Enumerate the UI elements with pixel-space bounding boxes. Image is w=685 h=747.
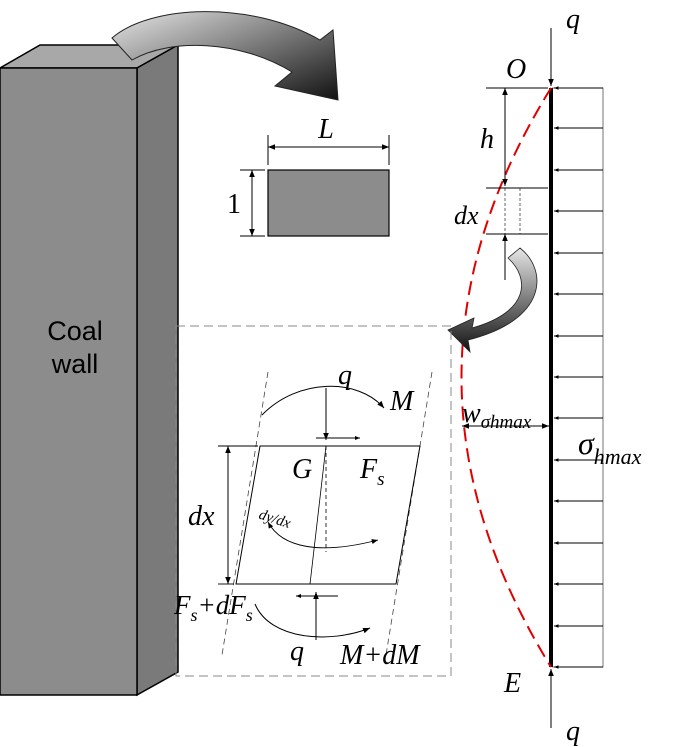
depth-label: h <box>480 124 494 155</box>
top-moment-arrow <box>261 385 385 416</box>
big-curved-arrow <box>111 11 339 101</box>
top-load-label: q <box>566 4 580 35</box>
element-parallelogram <box>235 445 421 585</box>
coal-wall: Coal wall <box>0 43 181 697</box>
bottom-moment-arrow <box>254 603 371 638</box>
coal-wall-label-line1: Coal <box>47 316 103 346</box>
bottom-load-label: q <box>566 716 580 747</box>
slope-arrow <box>267 521 379 549</box>
element-detail: dx q M G Fs dy/dx Fs+dFs q M+dM <box>173 325 452 677</box>
bottom-moment-label: M+dM <box>339 640 421 671</box>
coal-wall-side <box>136 43 179 697</box>
point-O-label: O <box>506 54 526 85</box>
centroid-label: G <box>292 454 312 485</box>
load-envelope <box>552 87 604 668</box>
element-label: dx <box>454 201 479 230</box>
top-shear-label: q <box>338 360 352 391</box>
point-E-label: E <box>503 668 521 699</box>
top-moment-label: M <box>389 386 415 417</box>
width-label: L <box>317 114 334 145</box>
slope-label: dy/dx <box>257 507 293 532</box>
element-length-label: dx <box>188 501 215 532</box>
cross-section: L 1 <box>227 114 390 237</box>
height-label: 1 <box>227 189 241 220</box>
stress-label: σhmax <box>578 425 642 469</box>
shear-force-label: Fs <box>359 454 385 490</box>
coal-wall-front <box>0 67 138 696</box>
coal-wall-label-line2: wall <box>51 349 99 379</box>
small-curved-arrow <box>447 247 538 354</box>
beam-diagram: q q O E h dx wσhmax σhmax <box>447 4 642 747</box>
detail-frame <box>175 325 452 677</box>
element-centreline <box>309 445 327 585</box>
bottom-shear-label: Fs+dFs <box>173 590 253 625</box>
distributed-load-arrows <box>554 86 603 669</box>
cross-section-rect <box>267 169 390 237</box>
deflection-label: wσhmax <box>462 398 532 433</box>
bottom-load-label: q <box>290 636 304 667</box>
deflection-curve <box>460 87 552 668</box>
